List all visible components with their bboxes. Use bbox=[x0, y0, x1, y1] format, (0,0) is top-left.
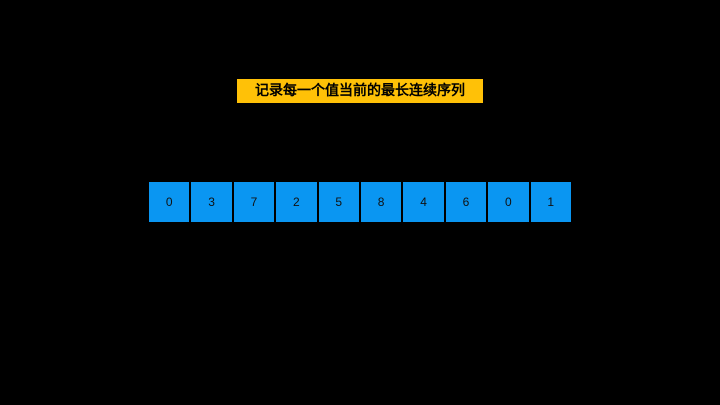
array-cell: 2 bbox=[275, 181, 318, 223]
array-cell: 7 bbox=[232, 181, 276, 223]
array-cell: 0 bbox=[487, 181, 530, 223]
array-row: 0 3 7 2 5 8 4 6 0 1 bbox=[148, 181, 572, 223]
array-cell: 4 bbox=[402, 181, 445, 223]
array-cell: 3 bbox=[190, 181, 233, 223]
array-cell: 5 bbox=[317, 181, 360, 223]
array-cell: 6 bbox=[444, 181, 488, 223]
array-cell: 8 bbox=[359, 181, 403, 223]
array-cell: 0 bbox=[148, 181, 191, 223]
array-cell: 1 bbox=[529, 181, 572, 223]
diagram-title: 记录每一个值当前的最长连续序列 bbox=[237, 79, 483, 103]
